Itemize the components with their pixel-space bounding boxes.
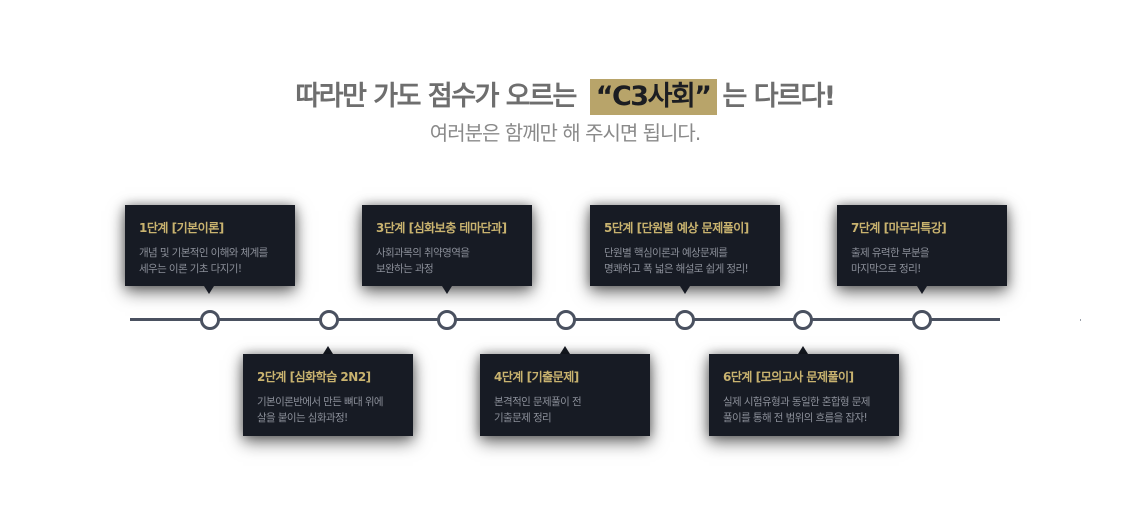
step-desc-line2: 마지막으로 정리! (851, 263, 921, 275)
step-desc-line2: 살을 붙이는 심화과정! (257, 412, 348, 424)
step-title: 7단계 [마무리특강] (851, 221, 947, 235)
step-title: 3단계 [심화보충 테마단과] (376, 221, 507, 235)
timeline-dot-2 (319, 310, 339, 330)
step-desc-line1: 출제 유력한 부분을 (851, 247, 930, 259)
timeline-dot-5 (675, 310, 695, 330)
step-pointer-5 (680, 286, 690, 294)
step-title: 6단계 [모의고사 문제풀이] (723, 370, 854, 384)
timeline-dot-3 (437, 310, 457, 330)
step-pointer-6 (798, 346, 808, 354)
step-pointer-3 (442, 286, 452, 294)
step-desc-line1: 본격적인 문제풀이 전 (494, 396, 582, 408)
step-pointer-4 (560, 346, 570, 354)
timeline-dot-7 (912, 310, 932, 330)
step-card-6: 6단계 [모의고사 문제풀이] 실제 시험유형과 동일한 혼합형 문제 풀이를 … (709, 354, 899, 436)
step-desc-line1: 개념 및 기본적인 이해와 체계를 (139, 247, 268, 259)
step-card-1: 1단계 [기본이론] 개념 및 기본적인 이해와 체계를 세우는 이론 기초 다… (125, 205, 295, 286)
step-pointer-7 (917, 286, 927, 294)
timeline-dot-4 (556, 310, 576, 330)
subtitle: 여러분은 함께만 해 주시면 됩니다. (429, 121, 701, 145)
headline: 따라만 가도 점수가 오르는 “C3사회”는 다르다! (0, 74, 1130, 115)
step-desc-line2: 풀이를 통해 전 범위의 흐름을 잡자! (723, 412, 868, 424)
timeline-dot-1 (200, 310, 220, 330)
step-desc-line1: 실제 시험유형과 동일한 혼합형 문제 (723, 396, 870, 408)
headline-text-before: 따라만 가도 점수가 오르는 (295, 81, 577, 112)
divider-mark (1080, 319, 1081, 321)
step-title: 1단계 [기본이론] (139, 221, 224, 235)
step-card-5: 5단계 [단원별 예상 문제풀이] 단원별 핵심이론과 예상문제를 명쾌하고 폭… (590, 205, 780, 286)
headline-text-after: 는 다르다! (722, 81, 837, 112)
step-title: 4단계 [기출문제] (494, 370, 579, 384)
step-desc-line1: 단원별 핵심이론과 예상문제를 (604, 247, 728, 259)
step-title: 2단계 [심화학습 2N2] (257, 370, 371, 384)
step-desc-line2: 명쾌하고 폭 넓은 해설로 쉽게 정리! (604, 263, 749, 275)
step-desc-line2: 세우는 이론 기초 다지기! (139, 263, 242, 275)
step-card-7: 7단계 [마무리특강] 출제 유력한 부분을 마지막으로 정리! (837, 205, 1007, 286)
step-card-3: 3단계 [심화보충 테마단과] 사회과목의 취약영역을 보완하는 과정 (362, 205, 532, 286)
step-desc-line1: 사회과목의 취약영역을 (376, 247, 470, 259)
step-card-2: 2단계 [심화학습 2N2] 기본이론반에서 만든 뼈대 위에 살을 붙이는 심… (243, 354, 413, 436)
step-desc-line1: 기본이론반에서 만든 뼈대 위에 (257, 396, 384, 408)
step-desc-line2: 기출문제 정리 (494, 412, 552, 424)
timeline-dot-6 (793, 310, 813, 330)
step-card-4: 4단계 [기출문제] 본격적인 문제풀이 전 기출문제 정리 (480, 354, 650, 436)
step-title: 5단계 [단원별 예상 문제풀이] (604, 221, 749, 235)
step-desc-line2: 보완하는 과정 (376, 263, 434, 275)
headline-highlight: “C3사회” (589, 79, 717, 115)
step-pointer-1 (204, 286, 214, 294)
step-pointer-2 (323, 346, 333, 354)
